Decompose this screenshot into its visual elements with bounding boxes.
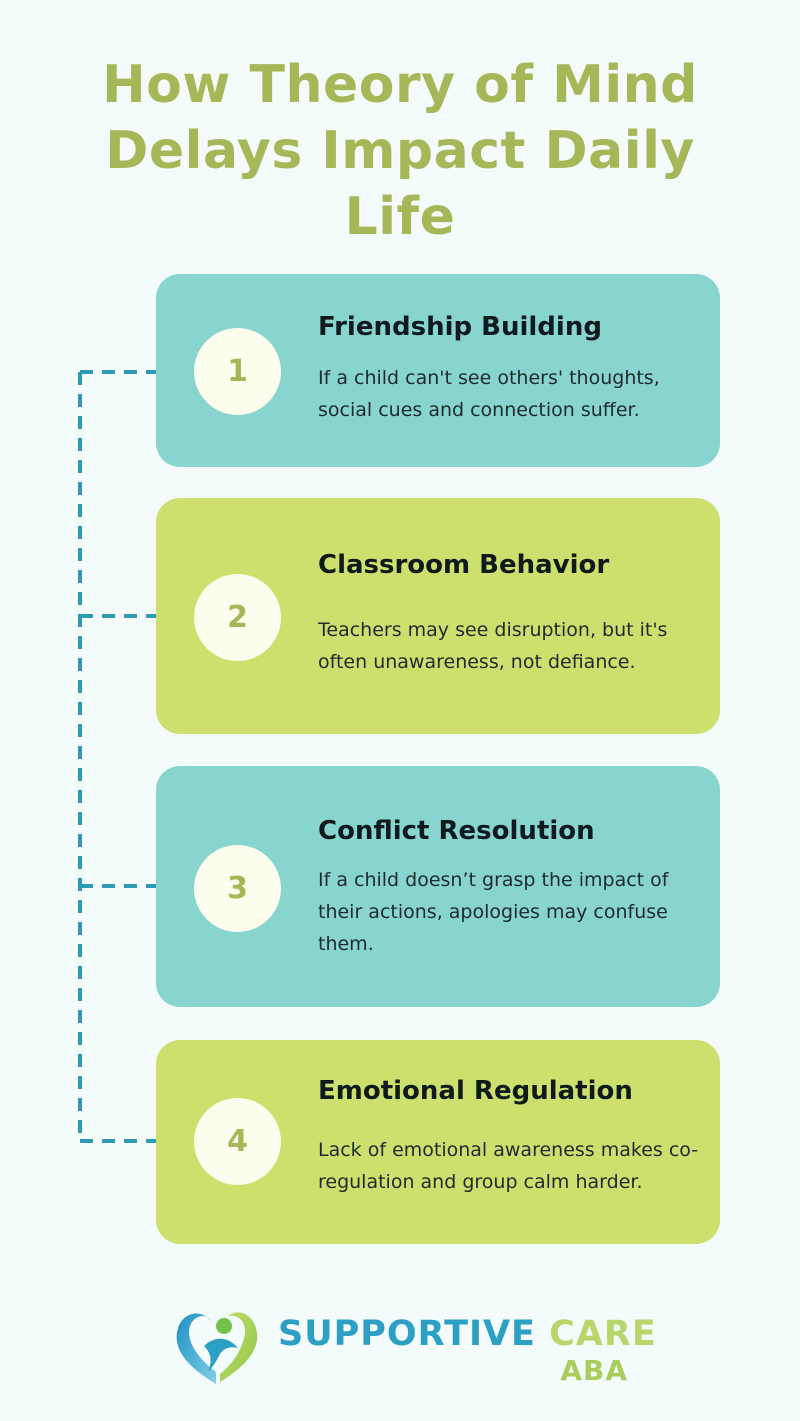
step-title: Friendship Building xyxy=(318,312,602,342)
title-line-3: Life xyxy=(344,187,456,247)
step-number-badge: 2 xyxy=(194,574,281,661)
logo-wordmark: SUPPORTIVE CARE xyxy=(278,1314,657,1354)
step-number-badge: 3 xyxy=(194,845,281,932)
logo-word-care: CARE xyxy=(549,1314,657,1354)
step-number-badge: 4 xyxy=(194,1098,281,1185)
page-title: How Theory of Mind Delays Impact Daily L… xyxy=(0,52,800,250)
step-description: Teachers may see disruption, but it's of… xyxy=(318,619,668,673)
step-card-2: 2 Classroom Behavior Teachers may see di… xyxy=(156,498,720,734)
step-description: If a child doesn’t grasp the impact of t… xyxy=(318,869,669,955)
step-card-1: 1 Friendship Building If a child can't s… xyxy=(156,274,720,467)
title-line-1: How Theory of Mind xyxy=(102,55,698,115)
logo-word-supportive: SUPPORTIVE xyxy=(278,1314,536,1354)
title-line-2: Delays Impact Daily xyxy=(105,121,695,181)
step-title: Classroom Behavior xyxy=(318,550,610,580)
heart-figure-icon xyxy=(176,1312,258,1384)
step-title: Conflict Resolution xyxy=(318,816,595,846)
step-title: Emotional Regulation xyxy=(318,1076,633,1106)
step-card-3: 3 Conflict Resolution If a child doesn’t… xyxy=(156,766,720,1007)
step-card-4: 4 Emotional Regulation Lack of emotional… xyxy=(156,1040,720,1244)
step-description: Lack of emotional awareness makes co-reg… xyxy=(318,1139,699,1193)
step-description: If a child can't see others' thoughts, s… xyxy=(318,367,660,421)
step-number-badge: 1 xyxy=(194,328,281,415)
supportive-care-logo: SUPPORTIVE CARE ABA xyxy=(168,1296,656,1396)
logo-word-aba: ABA xyxy=(560,1354,628,1387)
